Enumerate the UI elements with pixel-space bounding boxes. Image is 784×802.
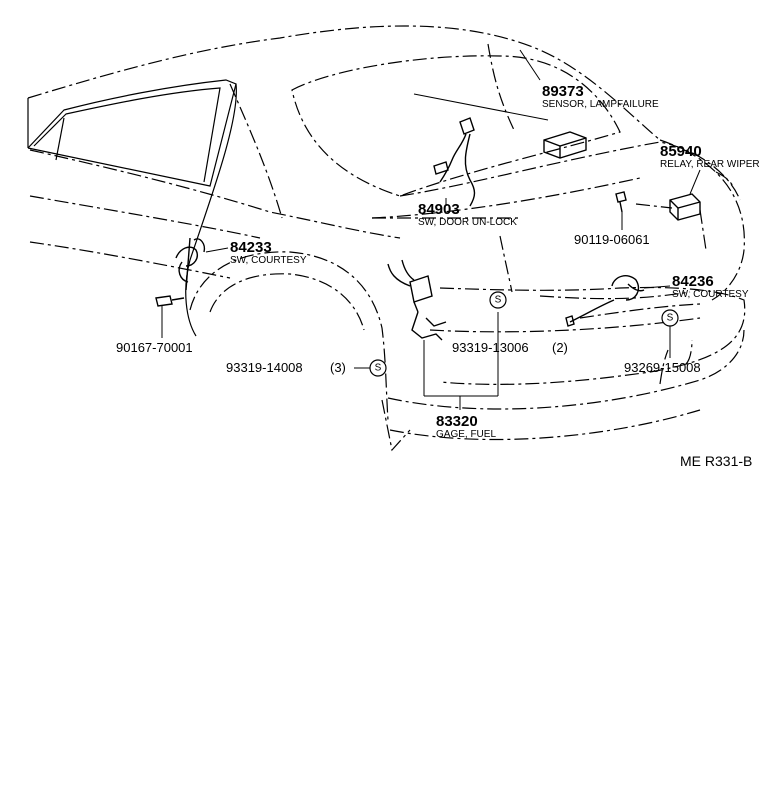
label-90167: 90167-70001 <box>116 340 193 355</box>
car-body-solid-lines <box>27 79 237 337</box>
part-number-89373: 89373 <box>542 83 584 100</box>
part-name-89373: SENSOR, LAMPFAILURE <box>542 99 659 110</box>
part-name-84903: SW, DOOR UN-LOCK <box>418 217 517 228</box>
courtesy-switch-left-part <box>175 237 229 291</box>
svg-text:S: S <box>667 313 674 324</box>
diagram-ref-code: ME R331-B <box>680 453 752 469</box>
svg-text:S: S <box>495 295 502 306</box>
part-number-90119: 90119-06061 <box>574 232 650 247</box>
part-number-83320: 83320 <box>436 413 478 430</box>
label-85940: 85940 RELAY, REAR WIPER <box>660 143 760 170</box>
part-qty-93319-13006: (2) <box>552 340 568 355</box>
sensor-lampfailure-part <box>413 49 587 159</box>
label-84233: 84233 SW, COURTESY <box>230 239 307 266</box>
label-93319-13006: 93319-13006 (2) <box>452 340 568 355</box>
courtesy-switch-right-part <box>565 275 671 327</box>
svg-text:S: S <box>375 363 382 374</box>
fuel-gage-part <box>387 259 499 410</box>
part-name-84236: SW, COURTESY <box>672 289 749 300</box>
part-number-93269: 93269-15008 <box>624 360 701 375</box>
label-84903: 84903 SW, DOOR UN-LOCK <box>418 201 517 228</box>
relay-rear-wiper-part <box>635 169 701 221</box>
diagram-reference: ME R331-B <box>680 453 752 469</box>
part-name-85940: RELAY, REAR WIPER <box>660 159 760 170</box>
part-qty-93319-14008: (3) <box>330 360 346 375</box>
symbol-s-93319-13006: S <box>489 291 507 309</box>
part-number-85940: 85940 <box>660 143 702 160</box>
label-83320: 83320 GAGE, FUEL <box>436 413 496 440</box>
label-90119: 90119-06061 <box>574 232 650 247</box>
part-number-84233: 84233 <box>230 239 272 256</box>
part-number-93319-14008: 93319-14008 <box>226 360 303 375</box>
part-number-84236: 84236 <box>672 273 714 290</box>
part-name-83320: GAGE, FUEL <box>436 429 496 440</box>
bolt-90119-part <box>615 191 627 230</box>
label-84236: 84236 SW, COURTESY <box>672 273 749 300</box>
label-93319-14008: 93319-14008 (3) <box>226 360 370 375</box>
door-unlock-switch-part <box>433 117 476 207</box>
label-93269: 93269-15008 <box>624 360 701 375</box>
part-number-84903: 84903 <box>418 201 460 218</box>
symbol-s-93319-14008: S <box>369 359 387 377</box>
part-number-93319-13006: 93319-13006 <box>452 340 529 355</box>
symbol-s-93269-15008: S <box>661 309 679 358</box>
label-89373: 89373 SENSOR, LAMPFAILURE <box>542 83 659 110</box>
part-name-84233: SW, COURTESY <box>230 255 307 266</box>
part-number-90167: 90167-70001 <box>116 340 193 355</box>
screw-90167-part <box>155 295 185 338</box>
